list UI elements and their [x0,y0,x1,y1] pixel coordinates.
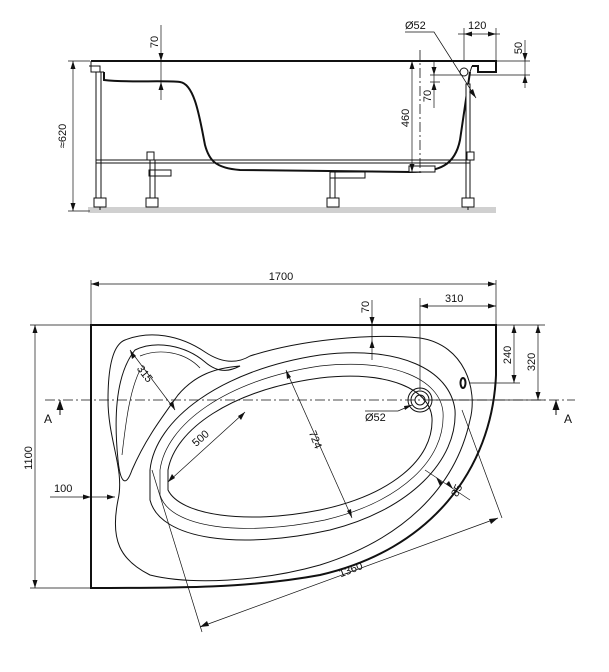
dim-plan-head-width: 315 [134,363,155,385]
section-marker-right: A [564,412,572,426]
dim-plan-inner-width: 500 [190,428,212,449]
plan-view: A A 1700 1100 70 310 240 320 [23,271,575,633]
side-rim [91,60,497,73]
dim-side-drain-dia: Ø52 [405,20,426,32]
dim-plan-inner-length: 724 [306,429,324,451]
dim-plan-drain-x: 310 [445,293,463,305]
plan-basin-outer [149,352,456,541]
dim-plan-length: 1700 [269,271,293,283]
dim-side-depth: 460 [400,109,412,127]
side-overflow [459,67,469,77]
plan-basin-inner [167,375,433,518]
floor [88,207,496,213]
side-frame [89,65,475,210]
dim-plan-rim-top: 70 [360,301,372,313]
dim-plan-drain-dia: Ø52 [365,412,386,424]
dim-plan-width: 1100 [23,446,35,470]
dim-plan-diagonal: 1360 [337,560,364,580]
dim-plan-overflow-y2: 320 [526,353,538,371]
plan-headrest [115,344,241,482]
side-view: ≈620 70 460 Ø52 120 50 70 [57,20,530,213]
plan-outer-outline [90,324,497,590]
dim-plan-overflow-y1: 240 [502,346,514,364]
section-marker-left: A [44,412,52,426]
dim-side-rim: 70 [149,36,161,48]
dim-side-overflow-height: 50 [513,42,525,54]
dim-plan-rim-side: 85 [449,483,465,499]
dim-side-total-height: ≈620 [57,124,69,148]
dim-side-overflow-offset: 120 [468,20,486,32]
dim-side-overflow-drop: 70 [422,90,434,102]
side-tub-profile [103,71,471,174]
dim-plan-left-rim: 100 [54,483,72,495]
plan-rim-contour [107,334,473,582]
plan-overflow [459,377,467,389]
